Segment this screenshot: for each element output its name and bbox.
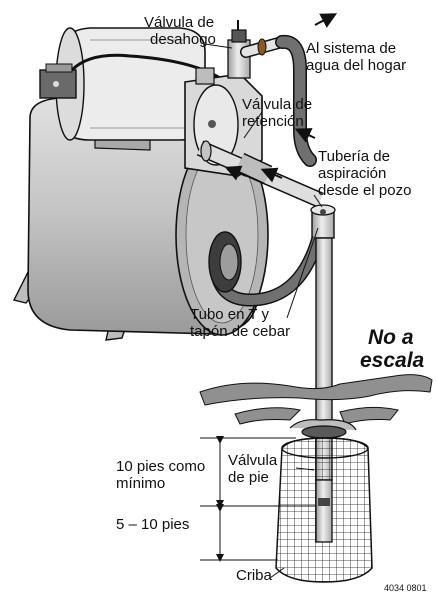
foot-valve-label-line2: de pie — [228, 469, 269, 486]
household-system-label-line2: agua del hogar — [306, 57, 407, 74]
relief-valve-label-line1: Válvula de — [144, 14, 215, 31]
household-system-label: Al sistema de agua del hogar — [306, 40, 406, 74]
suction-pipe-label-line2: aspiración — [318, 165, 387, 182]
check-valve-label: Válvula de retención — [242, 96, 312, 130]
foot-valve-label-line1: Válvula — [228, 452, 278, 469]
screen-mesh-icon — [275, 437, 373, 583]
tee-plug-label: Tubo en T y tapón de cebar — [190, 306, 290, 340]
figure-code: 4034 0801 — [384, 583, 427, 593]
tee-plug-label-line1: Tubo en T y — [190, 306, 269, 323]
depth-range-label: 5 – 10 pies — [116, 516, 190, 533]
foot-valve — [289, 419, 357, 439]
depth-dimensions — [200, 436, 316, 562]
check-valve-label-line1: Válvula de — [242, 96, 313, 113]
ground-strata — [199, 374, 433, 425]
not-to-scale-line1: No a — [368, 326, 414, 349]
suction-pipe-label: Tubería de aspiración desde el pozo — [318, 148, 411, 199]
tee-fitting — [310, 204, 336, 239]
suction-pipe-label-line1: Tubería de — [318, 148, 390, 165]
not-to-scale-label: No a escala — [360, 326, 424, 372]
check-valve-label-line2: retención — [242, 113, 304, 130]
tank-fitting — [208, 231, 242, 293]
household-system-label-line1: Al sistema de — [306, 40, 397, 57]
leader-lines — [204, 43, 323, 579]
tee-plug-label-line2: tapón de cebar — [190, 323, 291, 340]
min-depth-label-line2: mínimo — [116, 475, 166, 492]
arrow-icon — [224, 13, 338, 183]
suction-pipe-label-line3: desde el pozo — [318, 182, 412, 199]
foot-valve-label: Válvula de pie — [228, 452, 277, 486]
min-depth-label: 10 pies como mínimo — [116, 458, 205, 492]
relief-valve-label-line2: desahogo — [150, 31, 216, 48]
min-depth-label-line1: 10 pies como — [116, 458, 206, 475]
not-to-scale-line2: escala — [360, 349, 425, 372]
relief-valve-label: Válvula de desahogo — [144, 14, 216, 48]
pressure-switch-icon — [39, 63, 77, 99]
screen-label: Criba — [236, 567, 272, 584]
